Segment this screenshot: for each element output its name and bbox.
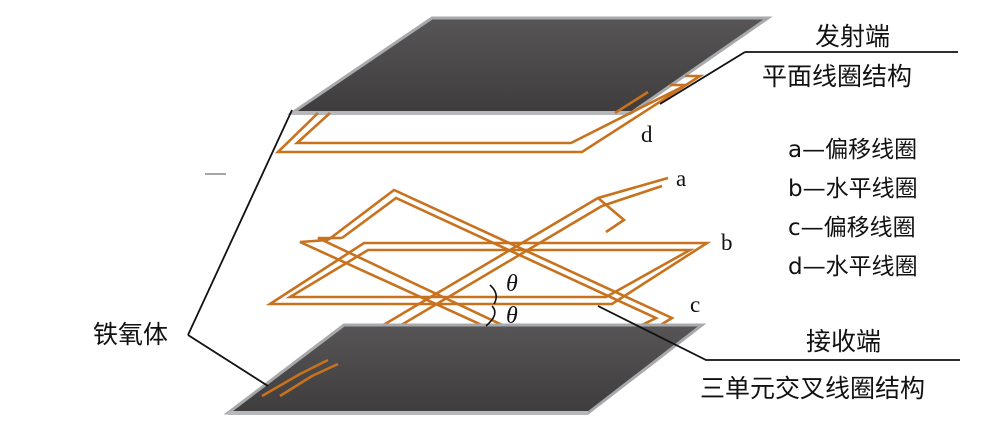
legend-item-b: b—水平线圈 [788, 176, 918, 202]
coil-label-b: b [721, 230, 733, 255]
ferrite-plate-bottom [223, 323, 707, 415]
angle-theta-lower: θ [506, 303, 518, 329]
receiver-title: 接收端 [806, 327, 882, 356]
legend-item-c: c—偏移线圈 [788, 215, 916, 241]
legend-item-d: d—水平线圈 [788, 254, 918, 280]
ferrite-label: 铁氧体 [93, 320, 169, 349]
angle-arcs [485, 284, 498, 327]
coil-label-a: a [676, 166, 687, 191]
angle-theta-upper: θ [506, 271, 518, 297]
coil-label-c: c [690, 292, 701, 317]
leader-lines [187, 51, 960, 387]
receiver-subtitle: 三单元交叉线圈结构 [700, 374, 926, 403]
transmitter-subtitle: 平面线圈结构 [762, 62, 913, 91]
transmitter-title: 发射端 [815, 22, 891, 51]
legend-item-a: a—偏移线圈 [788, 137, 918, 163]
coil-b [265, 241, 712, 306]
coil-a-front-strands [261, 358, 339, 398]
coil-label-d: d [641, 122, 653, 147]
ferrite-plate-top [287, 16, 773, 115]
coil-d [274, 74, 705, 154]
